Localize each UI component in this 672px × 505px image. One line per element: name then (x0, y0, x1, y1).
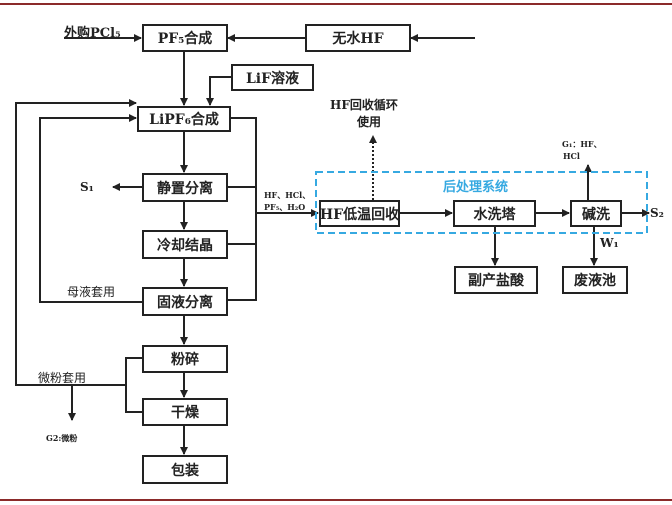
label-w1: W₁ (600, 236, 619, 250)
node-alkali-wash: 碱洗 (570, 200, 622, 227)
label-fine-powder: 微粉套用 (38, 371, 87, 385)
arrow-fine-powder (125, 357, 142, 413)
label-post-treatment-system: 后处理系统 (443, 180, 509, 195)
node-hf-low-temp-recovery: HF低温回收 (319, 200, 400, 227)
top-rule (0, 3, 672, 5)
node-water-wash-tower: 水洗塔 (453, 200, 536, 227)
label-g1-hcl: HCl (563, 151, 580, 161)
label-g1: G₁：HF、 (562, 139, 602, 149)
node-pf5-synthesis: PF₅合成 (142, 24, 228, 52)
node-solid-liquid-separation: 固液分离 (142, 287, 228, 316)
node-pack: 包装 (142, 455, 228, 484)
label-gas-2: PF₅、H₂O (264, 202, 306, 212)
node-anhydrous-hf: 无水HF (305, 24, 411, 52)
node-lif-solution: LiF溶液 (231, 64, 314, 91)
node-dry: 干燥 (142, 398, 228, 426)
label-g2: G2:微粉 (46, 433, 78, 443)
label-gas-1: HF、HCl、 (264, 190, 311, 200)
label-s1: S₁ (80, 180, 94, 194)
line-gas-collector (227, 117, 257, 301)
label-hf-recycle-1: HF回收循环 (330, 98, 398, 112)
arrow-mother-liquor (39, 114, 142, 303)
node-lipf6-synthesis: LiPF₆合成 (137, 106, 231, 132)
node-waste-pool: 废液池 (562, 266, 628, 294)
arrow-lif-lipf6 (206, 76, 231, 106)
node-settle-separation: 静置分离 (142, 173, 228, 202)
node-cool-crystallize: 冷却结晶 (142, 230, 228, 259)
label-hf-recycle-2: 使用 (357, 115, 382, 129)
label-pcl5-input: 外购PCl₅ (64, 26, 121, 41)
node-hcl-byproduct: 副产盐酸 (454, 266, 538, 294)
post-treatment-boundary (315, 171, 648, 234)
label-s2: S₂ (650, 206, 664, 220)
node-crush: 粉碎 (142, 345, 228, 373)
bottom-rule (0, 499, 672, 501)
label-mother-liquor: 母液套用 (67, 285, 116, 299)
